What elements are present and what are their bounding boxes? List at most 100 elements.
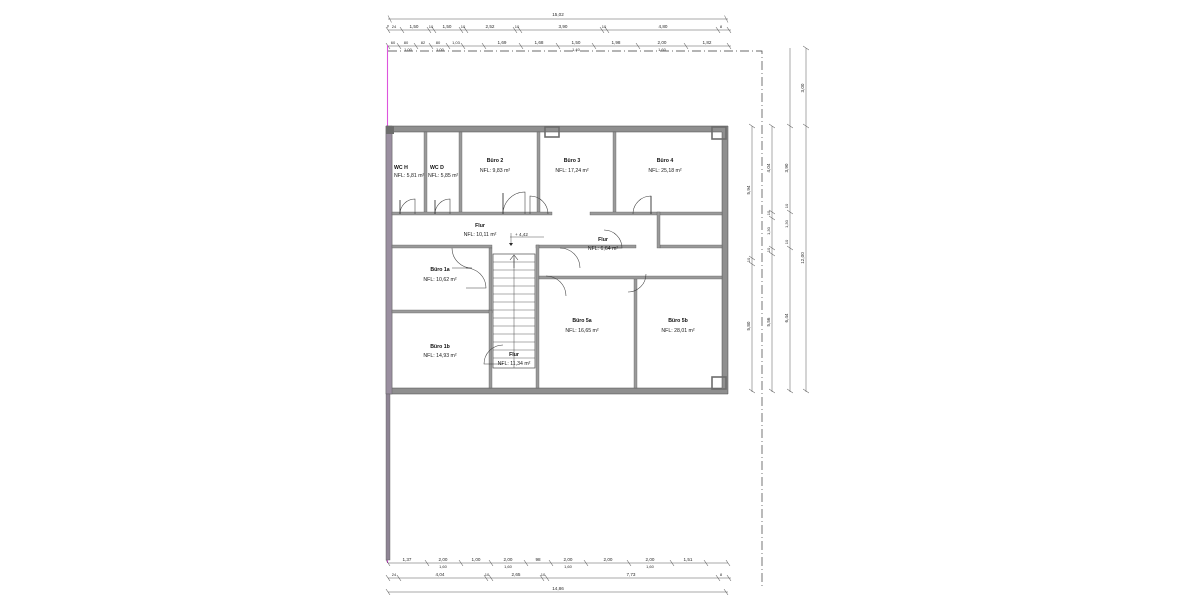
door-flur3: [559, 247, 581, 269]
svg-text:2,52: 2,52: [486, 24, 495, 29]
svg-text:10: 10: [784, 239, 789, 244]
right-dimension-group: [748, 45, 810, 394]
svg-text:1,60: 1,60: [439, 564, 448, 569]
svg-text:1,60: 1,60: [504, 564, 513, 569]
wall-buero5-north: [538, 275, 723, 280]
left-wall-extension: [385, 393, 391, 561]
svg-text:4,04: 4,04: [766, 163, 771, 172]
wall-buero2-right: [536, 131, 541, 215]
wall-corridor-south-b: [535, 244, 637, 249]
bottom-total-label: 14,86: [552, 586, 564, 591]
svg-text:82: 82: [421, 40, 426, 45]
column-mid-top: [544, 126, 560, 138]
svg-text:4,04: 4,04: [436, 572, 445, 577]
right-total-label: 12,00: [800, 252, 805, 264]
wall-buero3-right: [612, 131, 617, 215]
room-area-wc-h: NFL: 5,81 m²: [394, 173, 425, 179]
svg-text:24: 24: [392, 24, 397, 29]
room-area-buero-3: NFL: 17,24 m²: [555, 168, 588, 174]
door-leaves: [399, 193, 652, 214]
room-name-flur-1: Flur: [475, 223, 485, 229]
svg-text:1,30: 1,30: [784, 219, 789, 228]
svg-text:10: 10: [746, 257, 751, 262]
svg-text:80: 80: [436, 40, 441, 45]
wall-buero5-divider: [633, 277, 638, 389]
right-dimension-labels: 5,94 10 5,80 4,04 10 1,30 10 5,56 3,90 1…: [746, 83, 805, 330]
door-buero1b: [483, 344, 504, 365]
room-name-flur-3: Flur: [509, 352, 519, 358]
room-name-buero-3: Büro 3: [564, 158, 581, 164]
right-top-total-label: 3,00: [800, 83, 805, 92]
svg-text:1,40: 1,40: [572, 47, 581, 52]
wall-stair-left: [488, 247, 493, 311]
staircase: [492, 253, 536, 369]
svg-text:10: 10: [429, 24, 434, 29]
wall-wc-h-right: [423, 131, 428, 215]
svg-text:1,00: 1,00: [404, 47, 413, 52]
svg-text:1,50: 1,50: [410, 24, 419, 29]
wall-corridor-south-c: [659, 244, 723, 249]
room-area-buero-4: NFL: 25,18 m²: [648, 168, 681, 174]
door-buero3: [529, 195, 549, 215]
wall-corridor-south: [391, 244, 493, 249]
door-buero1a-south: [465, 267, 487, 289]
column-bottom-right: [711, 376, 727, 390]
svg-text:1,60: 1,60: [646, 564, 655, 569]
door-flur2: [603, 229, 623, 249]
top-row1-labels: 24 1,50 10 1,50 10 2,52 10 3,90 10 4,80 …: [392, 24, 723, 29]
room-name-buero-2: Büro 2: [487, 158, 504, 164]
svg-text:7,73: 7,73: [627, 572, 636, 577]
svg-text:10: 10: [766, 247, 771, 252]
svg-text:5,56: 5,56: [766, 317, 771, 326]
svg-text:1,00: 1,00: [472, 557, 481, 562]
svg-text:10: 10: [515, 24, 520, 29]
bottom-dimension-group: [385, 559, 732, 596]
svg-text:10: 10: [602, 24, 607, 29]
svg-text:1,37: 1,37: [403, 557, 412, 562]
room-area-wc-d: NFL: 5,85 m²: [428, 173, 459, 179]
svg-text:1,30: 1,30: [766, 226, 771, 235]
top-dimension-group: [385, 15, 732, 50]
door-buero1a: [451, 247, 473, 269]
door-group: [399, 191, 652, 365]
top-total-label: 15,02: [552, 12, 564, 17]
svg-text:80: 80: [404, 40, 409, 45]
stair-up-arrow: [509, 254, 519, 268]
svg-text:1,50: 1,50: [443, 24, 452, 29]
svg-text:1,98: 1,98: [612, 40, 621, 45]
column-top-left: [386, 126, 394, 134]
svg-text:5,80: 5,80: [746, 321, 751, 330]
svg-text:2,00: 2,00: [504, 557, 513, 562]
svg-text:2,00: 2,00: [439, 557, 448, 562]
column-top-right: [711, 126, 727, 140]
svg-text:2,00: 2,00: [564, 557, 573, 562]
svg-text:60: 60: [391, 40, 396, 45]
svg-text:1,51: 1,51: [684, 557, 693, 562]
room-name-buero-5a: Büro 5a: [572, 318, 591, 324]
svg-text:1,68: 1,68: [535, 40, 544, 45]
top-row2-labels: 60 80 1,00 82 80 1,00 1,03 1,69 1,68 1,5…: [391, 40, 712, 52]
door-buero4: [632, 195, 652, 215]
room-area-flur-3: NFL: 11,34 m²: [498, 361, 531, 367]
svg-text:4,80: 4,80: [659, 24, 668, 29]
svg-text:8: 8: [720, 572, 723, 577]
svg-text:1,50: 1,50: [572, 40, 581, 45]
room-area-buero-1b: NFL: 14,93 m²: [423, 353, 456, 359]
bottom-row1-labels: 1,37 2,00 1,60 1,00 2,00 1,60 98 2,00 1,…: [403, 557, 693, 569]
wall-corridor-north-b: [589, 211, 723, 216]
wall-wc-d-right: [458, 131, 463, 215]
svg-text:10: 10: [784, 203, 789, 208]
svg-text:10: 10: [461, 24, 466, 29]
wall-buero1-divider: [391, 309, 493, 314]
room-area-buero-1a: NFL: 10,62 m²: [423, 277, 456, 283]
svg-text:10: 10: [541, 572, 546, 577]
door-wc-h: [399, 198, 416, 215]
svg-text:3,90: 3,90: [559, 24, 568, 29]
svg-text:10: 10: [766, 210, 771, 215]
room-name-wc-d: WC D: [430, 165, 444, 171]
left-wall-band: [385, 125, 393, 395]
building-walls: [385, 125, 729, 561]
elevation-marker: + 4,42: [509, 232, 544, 246]
door-buero2: [502, 191, 526, 215]
